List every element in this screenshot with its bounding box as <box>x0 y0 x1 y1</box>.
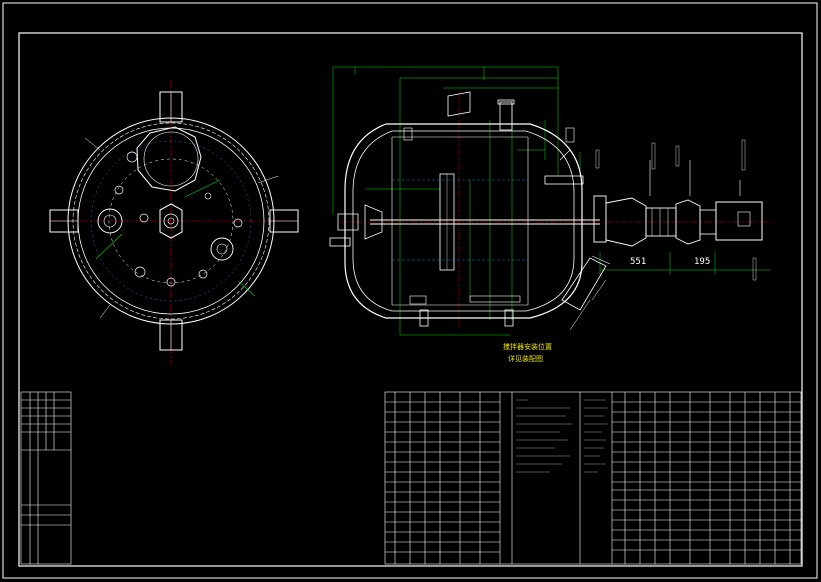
note-line-2: 详见装配图 <box>508 355 543 363</box>
title-block <box>384 391 802 565</box>
dimension-nozzle-offset: 551 <box>630 257 647 267</box>
note-line-1: 搅拌器安装位置 <box>503 343 552 351</box>
sheet-inner-border <box>18 32 803 567</box>
revision-block <box>20 391 72 565</box>
dimension-motor-offset: 195 <box>694 257 711 267</box>
elevation-view <box>329 66 775 336</box>
top-view <box>49 80 300 365</box>
